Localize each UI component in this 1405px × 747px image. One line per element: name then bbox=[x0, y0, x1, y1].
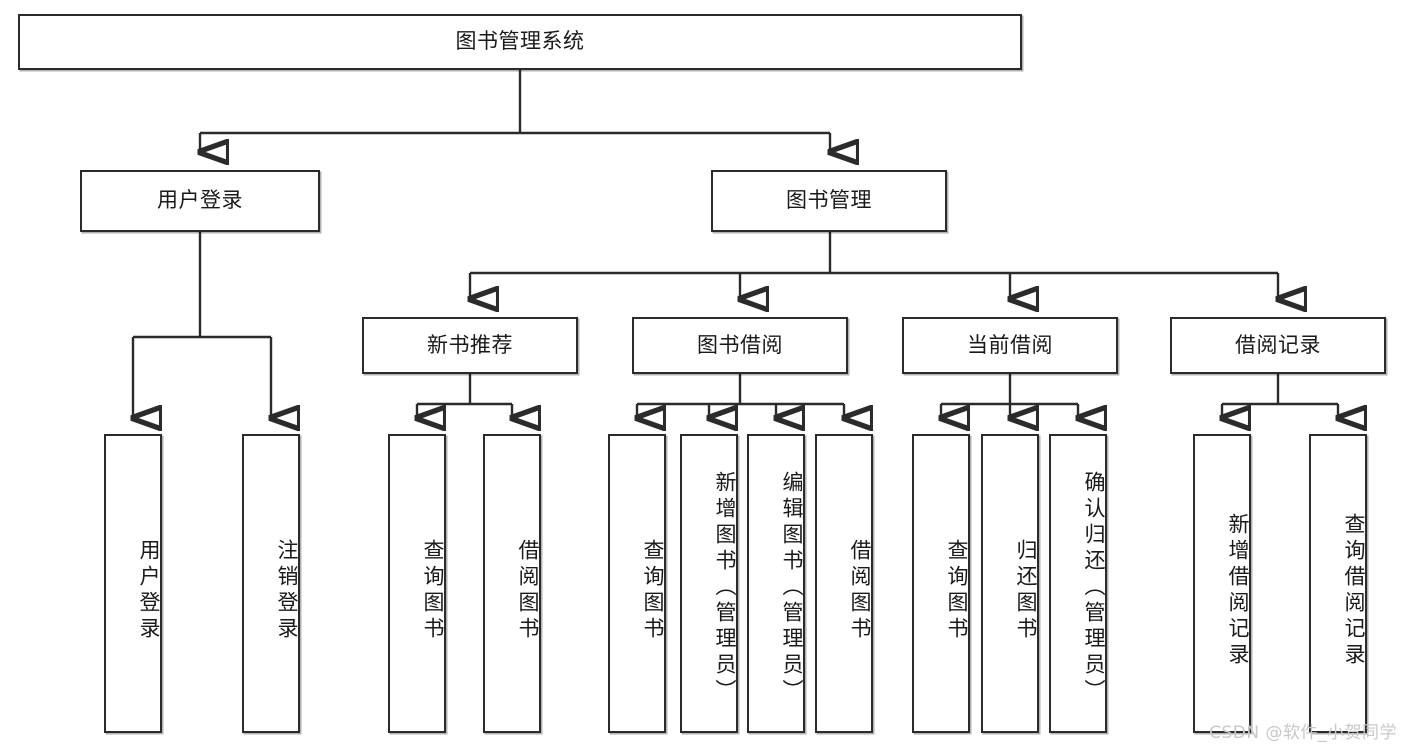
leaf-query-borrow-record[interactable]: 查询借阅记录 bbox=[1309, 434, 1367, 733]
node-new-book-recommend[interactable]: 新书推荐 bbox=[362, 317, 578, 374]
leaf-borrow-book[interactable]: 借阅图书 bbox=[815, 434, 873, 733]
leaf-return-book[interactable]: 归还图书 bbox=[981, 434, 1039, 733]
leaf-edit-book-admin[interactable]: 编辑图书（管理员） bbox=[747, 434, 805, 733]
node-root-system[interactable]: 图书管理系统 bbox=[18, 14, 1022, 70]
watermark-text: CSDN @软件_小贺同学 bbox=[1209, 723, 1397, 743]
leaf-query-book-borrow[interactable]: 查询图书 bbox=[608, 434, 666, 733]
leaf-add-book-admin[interactable]: 新增图书（管理员） bbox=[680, 434, 738, 733]
leaf-add-borrow-record[interactable]: 新增借阅记录 bbox=[1193, 434, 1251, 733]
leaf-user-login[interactable]: 用户登录 bbox=[104, 434, 162, 733]
leaf-query-book-recommend[interactable]: 查询图书 bbox=[388, 434, 446, 733]
node-current-borrow[interactable]: 当前借阅 bbox=[902, 317, 1118, 374]
leaf-query-book-current[interactable]: 查询图书 bbox=[912, 434, 970, 733]
leaf-user-logout[interactable]: 注销登录 bbox=[242, 434, 300, 733]
node-book-management[interactable]: 图书管理 bbox=[711, 170, 947, 232]
node-book-borrow[interactable]: 图书借阅 bbox=[632, 317, 848, 374]
node-borrow-record[interactable]: 借阅记录 bbox=[1170, 317, 1386, 374]
leaf-borrow-book-recommend[interactable]: 借阅图书 bbox=[483, 434, 541, 733]
leaf-confirm-return-admin[interactable]: 确认归还（管理员） bbox=[1049, 434, 1107, 733]
node-user-login[interactable]: 用户登录 bbox=[80, 170, 320, 232]
